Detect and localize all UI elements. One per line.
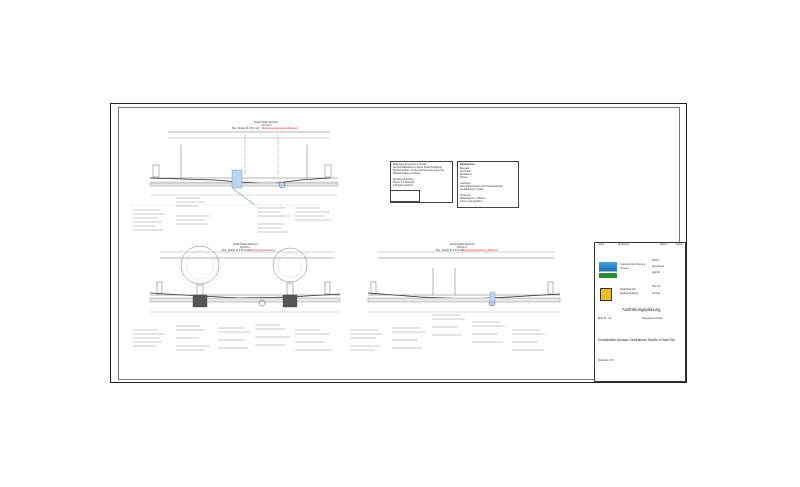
plan-phase: Ausführungsplanung: [622, 307, 661, 312]
section3-sub: Schnitt 3: [457, 246, 467, 249]
rev-header-change: Änderung: [618, 243, 629, 246]
planner-sub: Hessen: [620, 267, 629, 270]
drawing-sheet-border: [110, 103, 687, 383]
planner-name: Ingenieurbüro Planung: [620, 263, 646, 266]
rev-header-index: Index: [598, 243, 605, 246]
plan-label: Plan-Nr.: [652, 285, 662, 288]
sheet-number: Blatt-Nr.: 04: [598, 317, 612, 320]
drawn-label: gezeichnet: [652, 265, 665, 268]
section2-sub: Schnitt 2: [240, 246, 250, 249]
section2-note: Befestigungssanierung: [249, 249, 275, 252]
client-sub: Stadtverwaltung: [620, 292, 638, 295]
rev-header-date: Datum: [660, 243, 668, 246]
client-name: Stadt Bad Orb: [620, 288, 636, 291]
drawing-name: Regelquerschnitte: [642, 317, 663, 320]
coat-of-arms-icon: [600, 288, 612, 301]
section3-scale: Bsp. Straße M 1:50 (mit): [436, 249, 464, 252]
format-label: Format: [652, 292, 660, 295]
section1-sub: Schnitt 1: [262, 124, 272, 127]
section1-title: Detail Straße Bad Orb: [254, 121, 279, 124]
checked-label: geprüft: [652, 271, 660, 274]
section3-title: Detail Straße Bad Orb: [450, 243, 475, 246]
section2-title: Detail Straße Bad Orb: [233, 243, 258, 246]
scale-text: Maßstab 1:50: [598, 359, 614, 362]
section1-note: Befestigungssanierung Bestand: [262, 127, 298, 130]
section1-scale: Bsp. Straße M 1:50 (mit): [232, 127, 260, 130]
city-logo-icon: [599, 262, 617, 278]
notes-box: Allgemeines Bestand Anschluss Bordsteine…: [457, 161, 519, 208]
project-title: Grundhafter Ausbau Gelnhäuser Straße in …: [598, 338, 676, 342]
date-label: Datum: [652, 259, 660, 262]
legend-subbox: [390, 190, 420, 202]
section3-note: Befestigungssanierung Bestand: [462, 249, 498, 252]
section2-scale: Bsp. Straße M 1:50 (mit): [222, 249, 250, 252]
rev-header-name: Name: [676, 243, 683, 246]
